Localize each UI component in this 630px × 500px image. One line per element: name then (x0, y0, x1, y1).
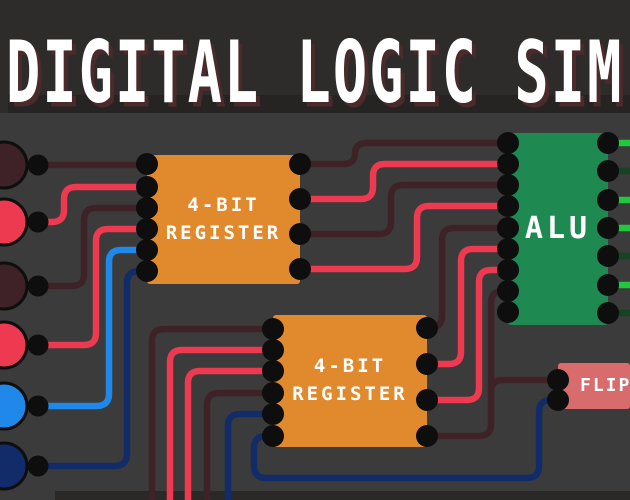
chip-register-1-label-line2: REGISTER (165, 221, 282, 244)
chip-register-2[interactable]: 4-BIT REGISTER (273, 315, 427, 447)
wire-bus-reg2-2[interactable] (166, 346, 277, 500)
chip-alu-label: ALU (524, 211, 592, 247)
bottom-panel-edge (55, 491, 630, 500)
wire-bus-reg2-4[interactable] (203, 389, 277, 500)
chip-alu[interactable]: ALU (508, 133, 608, 325)
wire-reg1-alu-4[interactable] (296, 202, 512, 273)
app-title: DIGITAL LOGIC SIM (6, 24, 624, 123)
wire-in6-reg1[interactable] (34, 267, 151, 470)
wire-reg2-alu-3[interactable] (423, 266, 512, 404)
wire-reg2-alu-1[interactable] (423, 224, 512, 332)
wire-reg1-alu-3[interactable] (296, 181, 512, 238)
wire-reg2-alu-2[interactable] (423, 245, 512, 368)
wire-reg2-flipflop-clk[interactable] (250, 396, 562, 482)
chip-flipflop[interactable]: FLIP (558, 363, 630, 409)
chip-register-1[interactable]: 4-BIT REGISTER (147, 155, 300, 284)
chip-register-1-label-line1: 4-BIT (187, 193, 260, 216)
wire-reg1-alu-2[interactable] (296, 160, 512, 203)
chip-register-2-label-line1: 4-BIT (313, 355, 387, 378)
wire-branch-flipflop-d[interactable] (487, 376, 562, 396)
wire-in5-reg1[interactable] (34, 246, 151, 410)
wire-reg1-alu-1[interactable] (296, 139, 512, 168)
wire-in4-reg1[interactable] (34, 225, 151, 349)
title-divider (8, 95, 630, 113)
wire-in3-reg1[interactable] (34, 204, 151, 290)
wire-in2-reg1[interactable] (34, 183, 151, 226)
wire-bus-reg2-1[interactable] (148, 325, 277, 500)
title-band (0, 0, 630, 113)
wire-bus-reg2-5[interactable] (224, 410, 277, 500)
chip-flipflop-label: FLIP (580, 374, 630, 396)
chip-register-2-label-line2: REGISTER (292, 383, 408, 405)
wire-bus-reg2-3[interactable] (184, 367, 277, 500)
